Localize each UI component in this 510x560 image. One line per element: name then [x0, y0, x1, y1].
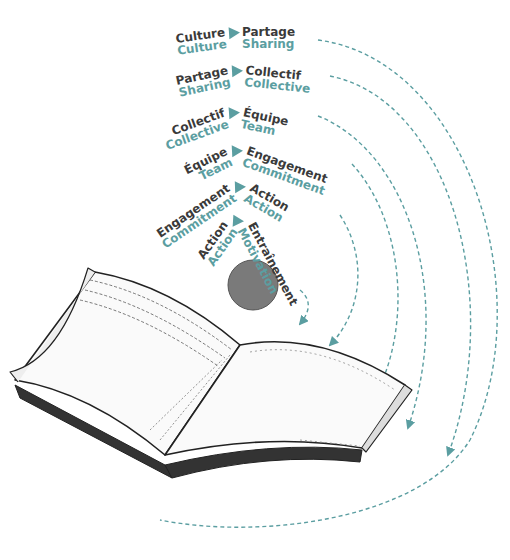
arrow-head	[232, 65, 244, 78]
word-pair: ActionAction	[242, 182, 291, 224]
arc	[300, 290, 308, 324]
english-word: Sharing	[242, 38, 295, 50]
open-book	[10, 268, 412, 478]
word-pair: CollectifCollective	[244, 64, 312, 95]
arrow-head	[235, 181, 246, 193]
arc	[330, 215, 358, 345]
word-pair: CollectifCollective	[160, 107, 231, 152]
word-pair: PartageSharing	[175, 64, 232, 99]
word-pair: ÉquipeTeam	[182, 145, 234, 187]
arrow-head	[229, 27, 241, 40]
arc	[160, 40, 497, 527]
arrow-head	[232, 145, 244, 158]
word-pair: ÉquipeTeam	[240, 106, 290, 139]
arrow-head	[229, 107, 241, 120]
dashed-arcs	[160, 40, 497, 527]
word-pair: CultureCulture	[175, 26, 228, 57]
french-word: Partage	[242, 26, 295, 38]
word-pair: PartageSharing	[242, 26, 295, 50]
arrow-head	[233, 215, 245, 228]
